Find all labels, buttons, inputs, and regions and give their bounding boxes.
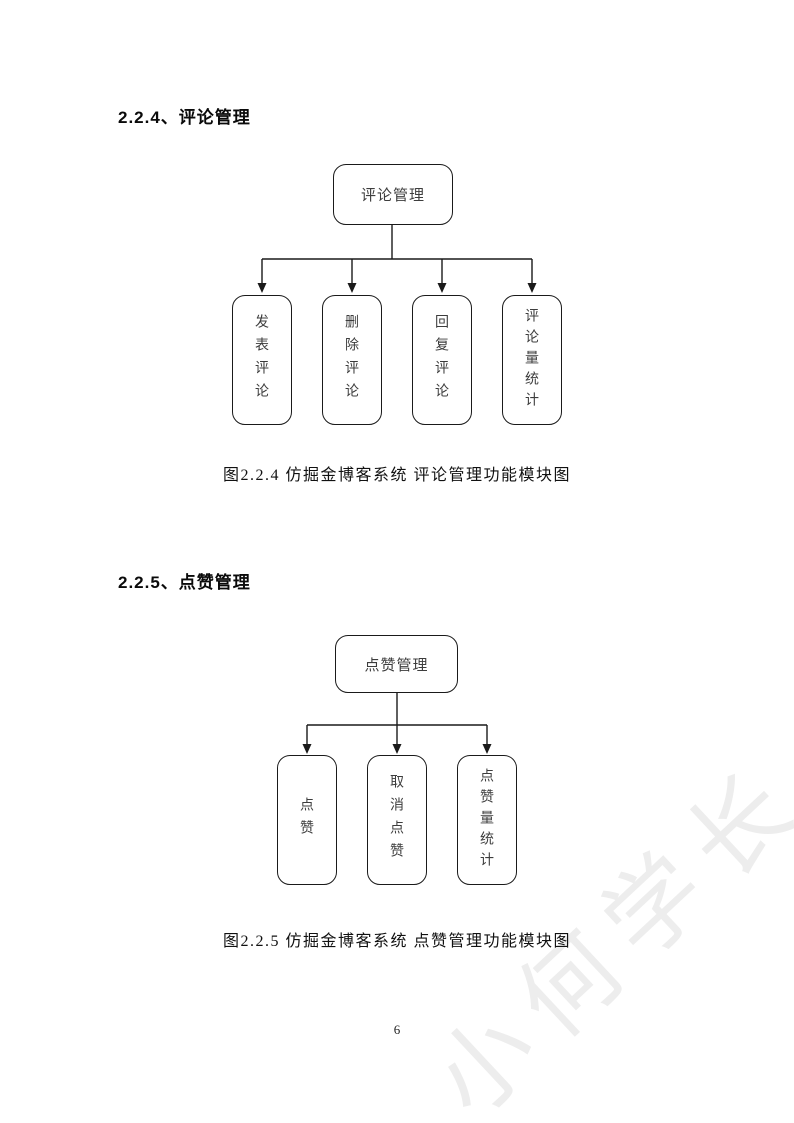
section-heading-like-management: 2.2.5、点赞管理 [118,573,251,592]
connector-lines [257,225,537,293]
diagram-node-child: 点赞量统计 [457,755,517,885]
diagram-node-child: 删除评论 [322,295,382,425]
figure-caption: 图2.2.4 仿掘金博客系统 评论管理功能模块图 [222,467,571,484]
diagram-node-child: 点赞 [277,755,337,885]
diagram-node-child: 发表评论 [232,295,292,425]
diagram-node-child: 取消点赞 [367,755,427,885]
arrowhead-down-icon [527,283,537,293]
arrowhead-down-icon [257,283,267,293]
figure-caption: 图2.2.5 仿掘金博客系统 点赞管理功能模块图 [222,933,571,950]
page-number: 6 [393,1022,401,1037]
arrowhead-down-icon [347,283,357,293]
connector-lines [302,693,492,754]
diagram-node-root: 评论管理 [333,164,453,225]
diagram-node-child: 回复评论 [412,295,472,425]
arrowhead-down-icon [437,283,447,293]
diagram-node-root: 点赞管理 [335,635,458,693]
diagram-node-child: 评论量统计 [502,295,562,425]
arrowhead-down-icon [302,744,312,754]
arrowhead-down-icon [392,744,402,754]
arrowhead-down-icon [482,744,492,754]
section-heading-comment-management: 2.2.4、评论管理 [118,108,251,127]
